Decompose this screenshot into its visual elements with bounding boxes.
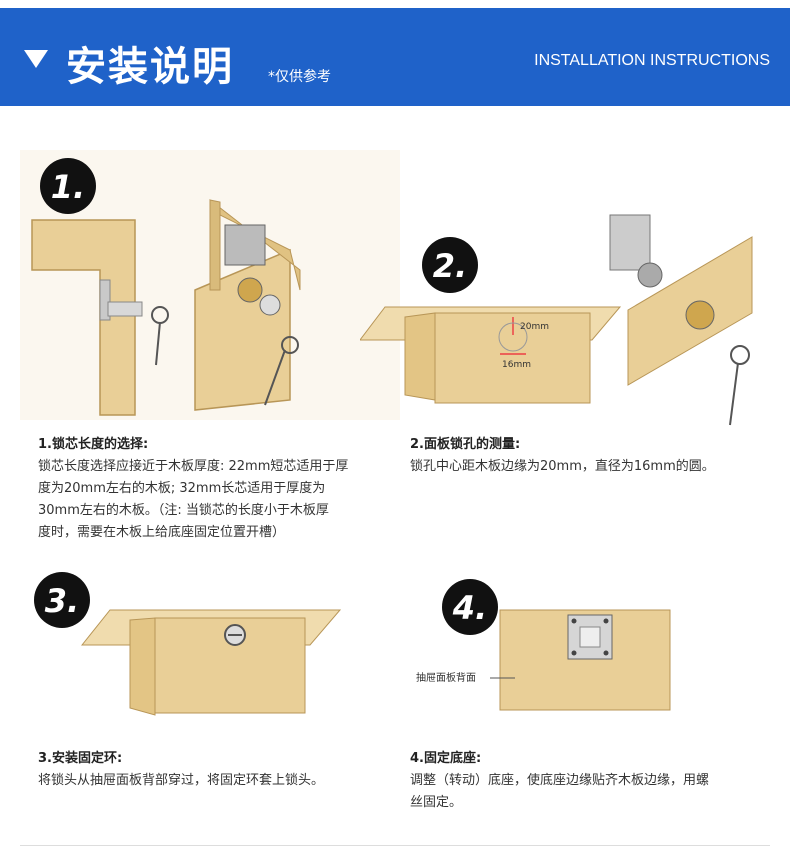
english-title: INSTALLATION INSTRUCTIONS xyxy=(534,52,770,69)
step-1-line: 度时，需要在木板上给底座固定位置开槽） xyxy=(38,525,286,540)
step-1-badge xyxy=(40,158,96,214)
dim-16mm: 16mm xyxy=(502,360,531,370)
step-1-number: 1. xyxy=(51,168,85,206)
step-1-line: 锁芯长度选择应接近于木板厚度: 22mm短芯适用于厚 xyxy=(38,459,349,474)
step-2-badge xyxy=(422,237,478,293)
step-4-line: 丝固定。 xyxy=(410,795,463,810)
step-2-line: 锁孔中心距木板边缘为20mm，直径为16mm的圆。 xyxy=(410,459,715,474)
dim-20mm: 20mm xyxy=(520,322,549,332)
step-1-line: 30mm左右的木板。（注: 当锁芯的长度小于木板厚 xyxy=(38,503,329,518)
step-4-caption: 4.固定底座: 调整（转动）底座，使底座边缘贴齐木板边缘，用螺 丝固定。 xyxy=(410,748,770,814)
step-3-illustration: 3. xyxy=(34,572,342,716)
step-1-caption: 1.锁芯长度的选择: 锁芯长度选择应接近于木板厚度: 22mm短芯适用于厚 度为… xyxy=(38,434,398,544)
step-2-illustration: 2. 20mm 16mm xyxy=(360,214,753,426)
page-subtitle: *仅供参考 xyxy=(268,69,331,85)
step-3-badge xyxy=(34,572,90,628)
step-4-number: 4. xyxy=(452,589,487,627)
step-4-heading: 4.固定底座: xyxy=(410,751,482,766)
step-4-line: 调整（转动）底座，使底座边缘贴齐木板边缘，用螺 xyxy=(410,773,710,788)
bottom-divider xyxy=(20,845,770,846)
step-3-caption: 3.安装固定环: 将锁头从抽屉面板背部穿过，将固定环套上锁头。 xyxy=(38,748,398,792)
step-4-illustration: 4. 抽屉面板背面 xyxy=(416,579,671,711)
step-1-line: 度为20mm左右的木板; 32mm长芯适用于厚度为 xyxy=(38,481,326,496)
step-1-illustration: 1. xyxy=(20,150,400,420)
step-4-badge xyxy=(442,579,498,635)
step-1-heading: 1.锁芯长度的选择: xyxy=(38,437,149,452)
step-2-heading: 2.面板锁孔的测量: xyxy=(410,437,521,452)
step-3-number: 3. xyxy=(45,582,79,620)
triangle-down-icon xyxy=(24,50,48,68)
panel-back-label: 抽屉面板背面 xyxy=(416,671,476,684)
header-banner: 安装说明 *仅供参考 INSTALLATION INSTRUCTIONS xyxy=(0,8,790,106)
step-2-caption: 2.面板锁孔的测量: 锁孔中心距木板边缘为20mm，直径为16mm的圆。 xyxy=(410,434,770,478)
step-3-heading: 3.安装固定环: xyxy=(38,751,123,766)
step-2-number: 2. xyxy=(433,247,467,285)
step-3-line: 将锁头从抽屉面板背部穿过，将固定环套上锁头。 xyxy=(38,773,325,788)
page-title: 安装说明 xyxy=(66,44,234,90)
